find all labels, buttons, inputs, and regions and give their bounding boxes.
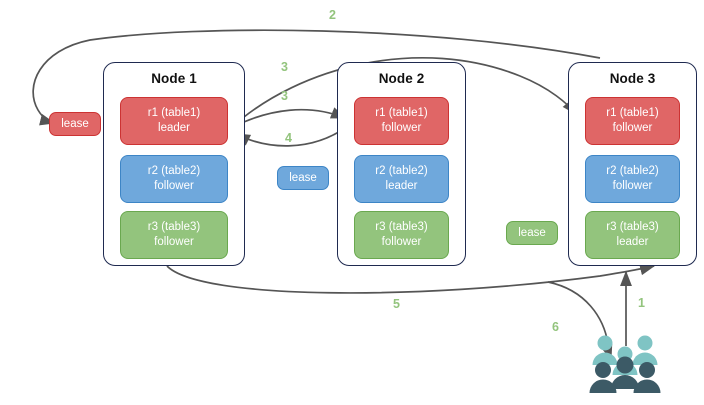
users-front-row [589,356,661,393]
lease-chip-red-label: lease [61,118,89,130]
replica-n2r1-line1: r1 (table1) [375,107,428,120]
replica-n3r1-line2: follower [612,122,653,134]
replica-n1r3: r3 (table3) follower [120,211,228,259]
lease-chip-green-label: lease [518,227,546,239]
replica-n3r2-line2: follower [612,180,653,192]
replica-n2r1-line2: follower [381,122,422,134]
edge-label-1: 1 [638,296,645,310]
edge-label-6: 6 [552,320,559,334]
lease-chip-red: lease [49,112,101,136]
node-title-node1: Node 1 [151,71,197,86]
node-container-node1: Node 1 r1 (table1) leader r2 (table2) fo… [103,62,245,266]
edge-label-5: 5 [393,297,400,311]
replica-n1r1-line2: leader [158,122,190,134]
edge-label-3b: 3 [281,89,288,103]
replica-n1r3-line1: r3 (table3) [147,221,201,234]
replica-n1r1: r1 (table1) leader [120,97,228,145]
replica-n3r2-line1: r2 (table2) [606,165,659,178]
replica-n2r3-line2: follower [381,236,422,248]
replica-n3r3: r3 (table3) leader [585,211,680,259]
node-container-node3: Node 3 r1 (table1) follower r2 (table2) … [568,62,697,266]
replica-n2r2: r2 (table2) leader [354,155,449,203]
edge-label-3a: 3 [281,60,288,74]
node-title-node3: Node 3 [609,71,656,86]
edge-label-2: 2 [329,8,336,22]
replica-n2r3-line1: r3 (table3) [375,221,428,234]
replica-n3r1: r1 (table1) follower [585,97,680,145]
replica-n2r2-line1: r2 (table2) [375,165,428,178]
lease-chip-blue-label: lease [289,172,317,184]
edge-5-path [166,263,656,294]
edge-3b-path [230,107,347,129]
node-title-node2: Node 2 [378,71,425,86]
users-back-row [592,335,658,375]
replica-n2r1: r1 (table1) follower [354,97,449,145]
replica-n2r3: r3 (table3) follower [354,211,449,259]
replica-n3r1-line1: r1 (table1) [606,107,659,120]
edge-4-path [234,125,349,147]
replica-n3r3-line1: r3 (table3) [606,221,659,234]
replica-n1r2-line1: r2 (table2) [147,165,201,178]
replica-n1r2: r2 (table2) follower [120,155,228,203]
replica-n1r2-line2: follower [154,180,194,192]
replica-n1r1-line1: r1 (table1) [147,107,201,120]
node-container-node2: Node 2 r1 (table1) follower r2 (table2) … [337,62,466,266]
replica-n1r3-line2: follower [154,236,194,248]
users-icon [589,335,661,393]
replica-n3r3-line2: leader [616,236,649,248]
replica-n2r2-line2: leader [385,180,418,192]
lease-chip-green: lease [506,221,558,245]
edge-label-4: 4 [285,131,292,145]
replica-n3r2: r2 (table2) follower [585,155,680,203]
lease-chip-blue: lease [277,166,329,190]
